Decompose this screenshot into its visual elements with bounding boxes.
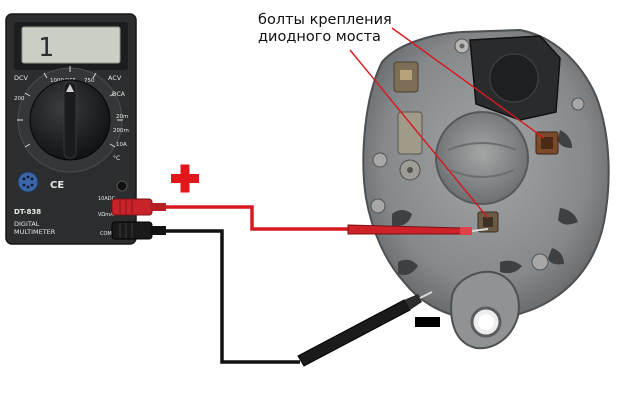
range-label-200m: 200m [113,128,129,134]
ce-mark: CE [50,180,64,191]
range-label-1000v: 1000 [50,78,64,84]
annotation-label: болты крепления диодного моста [258,12,438,46]
lcd-screen [21,26,121,64]
range-label-dcv: DCV [14,74,29,82]
annotation-line-1: болты крепления [258,12,392,28]
annotation-leader-line-lower [349,49,489,219]
housing-bolts [370,97,585,271]
positive-wire [166,205,350,231]
model-label: DT-838 [14,208,41,216]
range-label-dca: DCA [112,91,126,98]
jack-label-com: COM [100,231,112,237]
mounting-lug [450,270,520,350]
lcd-display-value: 1 [38,33,54,63]
range-label-200v: 200 [14,96,25,102]
annotation-line-2: диодного моста [258,29,381,45]
range-label-750v: 750 [84,78,95,84]
negative-sign [415,317,440,327]
multimeter: 1 DCV 1000 OFF 750 ACV DCA 200 20m 2 [5,13,137,245]
brand-label-line2: MULTIMETER [14,228,56,236]
dial-tick-marks [17,66,123,148]
svg-text:CE: CE [50,180,64,191]
range-label-temp: °C [113,155,120,162]
diode-bridge-bolt-upper [535,131,559,155]
jack-label-vma: VΩmA [98,212,114,218]
diode-bridge-bolt-lower [477,211,499,233]
black-test-probe [297,291,433,367]
terminal-stud-left [397,111,423,181]
bearing-cover [435,111,529,205]
negative-wire [166,229,300,364]
black-probe-plug [111,221,166,240]
terminal-block [393,61,419,93]
voltage-regulator [454,35,561,121]
red-test-probe [347,224,489,235]
red-probe-plug [111,198,166,216]
positive-sign [171,164,199,193]
jack-label-10a: 10ADC [98,196,116,202]
annotation-leader-line-upper [391,27,545,139]
range-label-acv: ACV [108,74,122,82]
selector-knob[interactable] [29,79,111,161]
range-label-20m: 20m [116,114,128,120]
brand-label-line1: DIGITAL [14,220,40,228]
alternator-vents [392,130,578,275]
alternator [362,28,610,350]
jack-10a [116,180,128,192]
hfe-socket [17,171,39,193]
range-label-10a: 10A [116,142,127,148]
